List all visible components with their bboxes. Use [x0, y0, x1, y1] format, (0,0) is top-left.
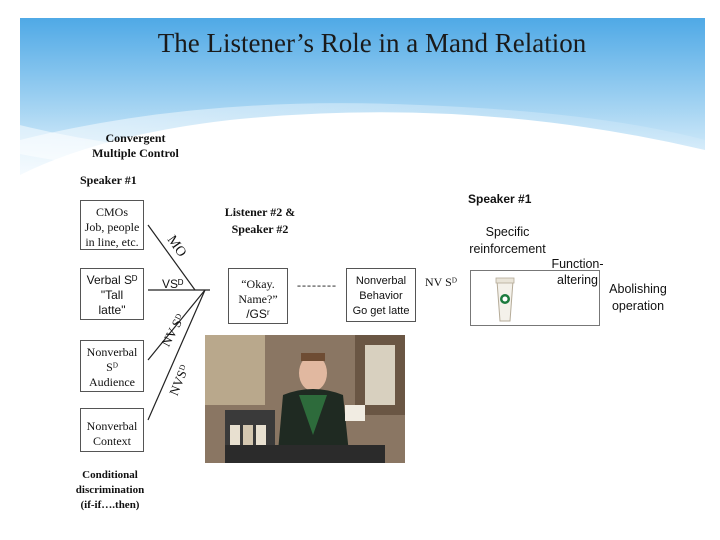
- okay-box: “Okay. Name?” /GSʳ: [228, 268, 288, 324]
- nonverbal-sd-line-3: Audience: [89, 375, 135, 389]
- vsd-label: VSᴰ: [162, 277, 184, 291]
- nvsd-line-bottom: [147, 289, 206, 421]
- okay-line-2: Name?”: [238, 292, 278, 306]
- nonverbal-behavior-line-3: Go get latte: [352, 305, 410, 317]
- convergent-text: Convergent: [105, 131, 166, 145]
- nonverbal-behavior-box: Nonverbal Behavior Go get latte: [346, 268, 416, 322]
- cmos-box: CMOs Job, people in line, etc.: [80, 200, 144, 250]
- convergent-label: Convergent Multiple Control: [78, 131, 193, 161]
- nvsd-line-top: [147, 289, 206, 361]
- specific-reinforcement: Specific reinforcement: [455, 224, 560, 258]
- nonverbal-sd-box: Nonverbal Sᴰ Audience: [80, 340, 144, 392]
- nonverbal-sd-line-2: Sᴰ: [106, 360, 118, 374]
- okay-line-3: /GSʳ: [246, 307, 270, 321]
- function-altering-line-1: Function-: [551, 257, 604, 271]
- nonverbal-context-line-2: Context: [93, 434, 131, 448]
- conditional-line-1: Conditional: [82, 469, 138, 481]
- listener-line-1: Listener #2 &: [224, 205, 296, 219]
- verbal-sd-line-2: "Tall: [100, 288, 124, 302]
- mo-line: [147, 224, 196, 291]
- barista-photo: [205, 335, 405, 463]
- function-altering-line-2: altering: [557, 273, 598, 287]
- verbal-sd-line-1: Verbal Sᴰ: [86, 273, 138, 287]
- latte-box: [470, 270, 600, 326]
- coffee-cup-icon: [495, 277, 515, 322]
- conditional-discrimination: Conditional discrimination (if-if….then): [60, 468, 160, 513]
- nv-sd-right: NV Sᴰ: [425, 275, 457, 289]
- nonverbal-sd-line-1: Nonverbal: [86, 345, 138, 359]
- abolishing-line-2: operation: [611, 299, 665, 313]
- listener-line-2: Speaker #2: [231, 222, 289, 236]
- conditional-line-2: discrimination: [75, 484, 145, 496]
- nonverbal-behavior-line-1: Nonverbal: [355, 275, 407, 287]
- nonverbal-context-line-1: Nonverbal: [86, 419, 138, 433]
- cmos-line-3: in line, etc.: [85, 235, 139, 249]
- speaker1-right: Speaker #1: [468, 192, 532, 206]
- cmos-line-1: CMOs: [95, 205, 128, 219]
- abolishing-operation: Abolishing operation: [600, 281, 676, 315]
- page-title: The Listener’s Role in a Mand Relation: [157, 28, 587, 58]
- abolishing-line-1: Abolishing: [609, 282, 667, 296]
- function-altering: Function- altering: [540, 256, 615, 288]
- verbal-sd-line-3: latte": [98, 303, 126, 317]
- nonverbal-behavior-line-2: Behavior: [359, 290, 403, 302]
- speaker1-left: Speaker #1: [80, 173, 137, 187]
- multiple-control-text: Multiple Control: [92, 146, 179, 160]
- specific-line-2: reinforcement: [469, 242, 546, 256]
- cmos-line-2: Job, people: [84, 220, 140, 234]
- nonverbal-context-box: Nonverbal Context: [80, 408, 144, 452]
- conditional-line-3: (if-if….then): [80, 499, 140, 511]
- specific-line-1: Specific: [485, 225, 530, 239]
- dashes: --------: [297, 278, 337, 292]
- verbal-sd-box: Verbal Sᴰ "Tall latte": [80, 268, 144, 320]
- okay-line-1: “Okay.: [241, 277, 275, 291]
- listener-label: Listener #2 & Speaker #2: [205, 204, 315, 238]
